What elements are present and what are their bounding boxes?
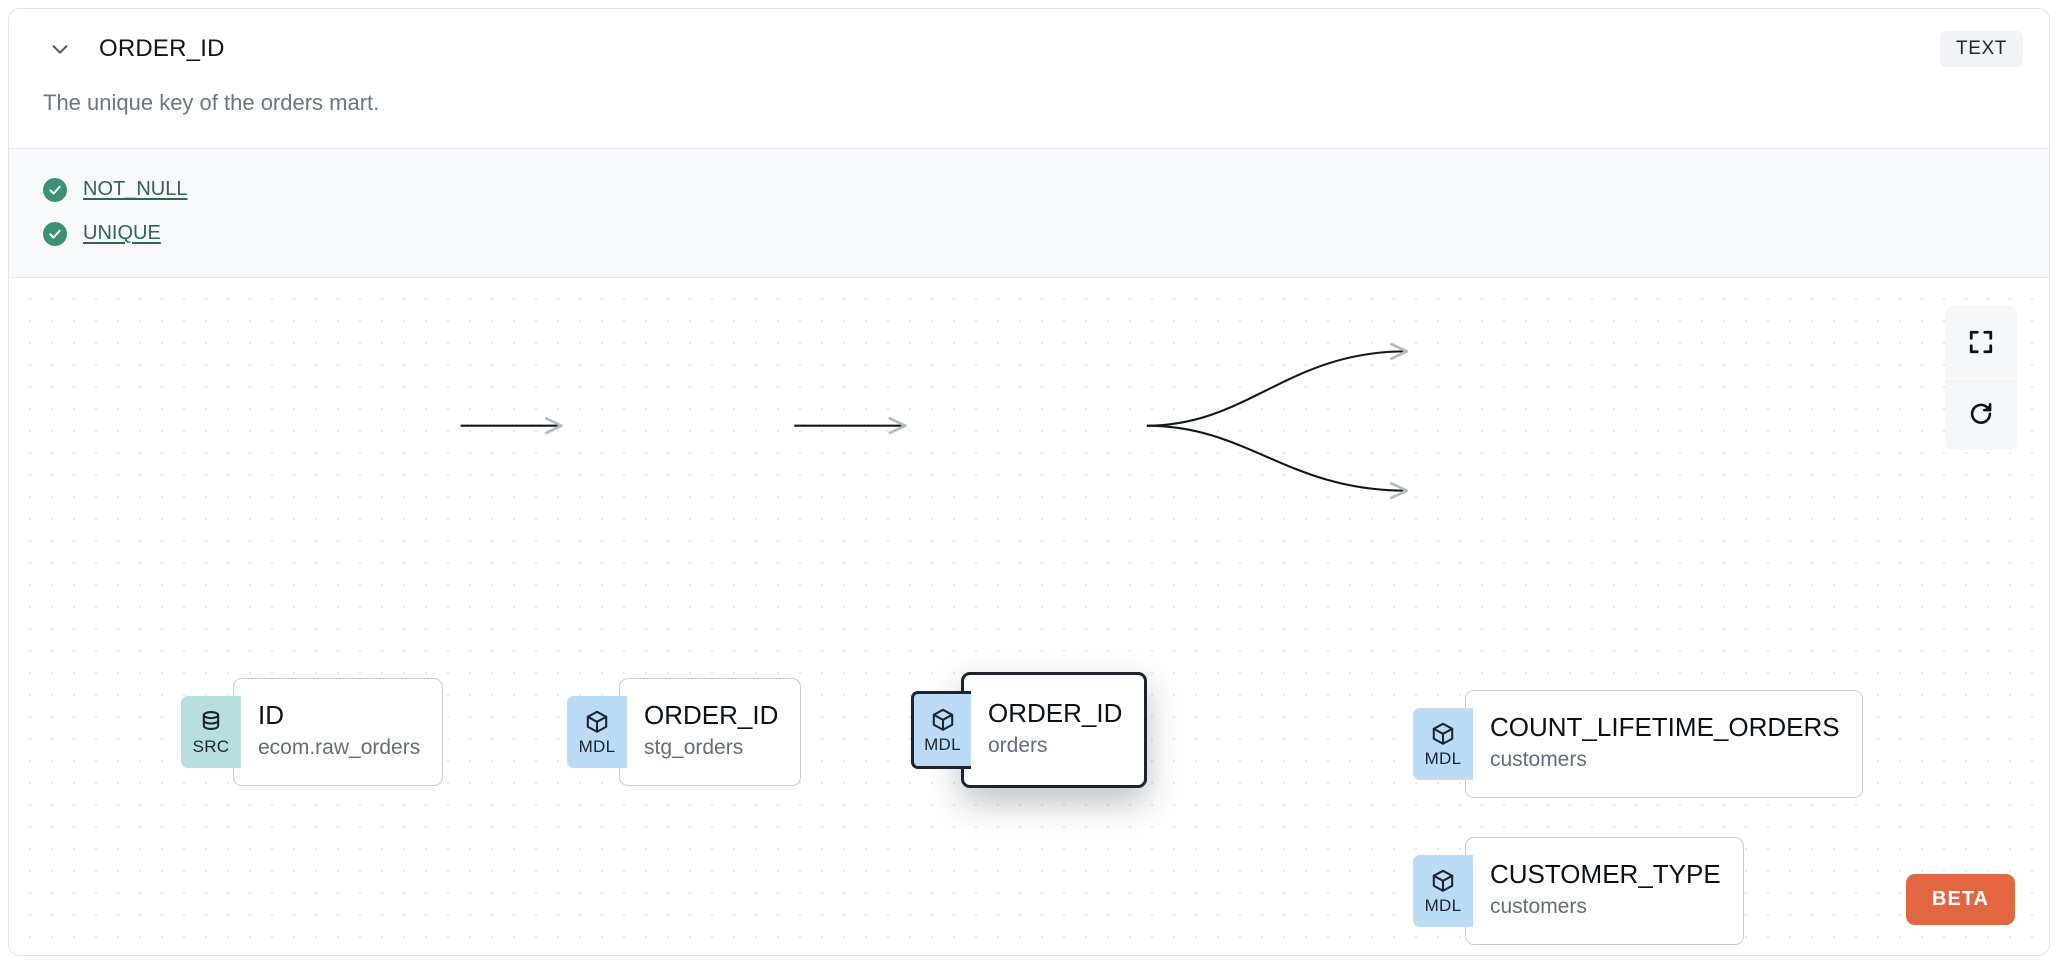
node-body: ID ecom.raw_orders bbox=[233, 677, 444, 786]
beta-badge[interactable]: BETA bbox=[1906, 874, 2015, 925]
panel-header: ORDER_ID TEXT bbox=[9, 9, 2049, 89]
node-badge-label: MDL bbox=[924, 734, 961, 754]
test-link-unique[interactable]: UNIQUE bbox=[83, 222, 161, 245]
column-detail-panel: ORDER_ID TEXT The unique key of the orde… bbox=[8, 8, 2050, 956]
canvas-controls bbox=[1945, 305, 2017, 450]
tests-section: NOT_NULL UNIQUE bbox=[9, 147, 2049, 278]
node-body: CUSTOMER_TYPE customers bbox=[1465, 836, 1744, 945]
lineage-node-src-id[interactable]: SRC ID ecom.raw_orders bbox=[181, 677, 444, 786]
column-description: The unique key of the orders mart. bbox=[43, 90, 380, 115]
refresh-button[interactable] bbox=[1945, 377, 2017, 450]
node-name: COUNT_LIFETIME_ORDERS bbox=[1490, 712, 1840, 743]
edge-orders-to-count-lifetime-orders bbox=[1146, 342, 1409, 427]
refresh-icon bbox=[1968, 401, 1994, 427]
node-badge-label: MDL bbox=[1424, 895, 1462, 915]
node-badge-label: MDL bbox=[1424, 748, 1462, 768]
check-circle-icon bbox=[43, 177, 67, 202]
node-subtitle: stg_orders bbox=[644, 735, 744, 759]
lineage-node-count-lifetime-orders[interactable]: MDL COUNT_LIFETIME_ORDERS customers bbox=[1413, 689, 1863, 798]
cube-icon: MDL bbox=[1413, 707, 1473, 780]
node-name: ORDER_ID bbox=[988, 698, 1123, 729]
cube-icon: MDL bbox=[1413, 854, 1473, 927]
test-row: UNIQUE bbox=[43, 212, 2015, 256]
lineage-node-customer-type[interactable]: MDL CUSTOMER_TYPE customers bbox=[1413, 836, 1744, 945]
node-subtitle: customers bbox=[1490, 747, 1587, 771]
cube-icon: MDL bbox=[911, 690, 971, 769]
cube-icon: MDL bbox=[567, 695, 627, 768]
node-body: ORDER_ID stg_orders bbox=[619, 677, 802, 786]
test-link-not-null[interactable]: NOT_NULL bbox=[83, 178, 188, 201]
node-subtitle: orders bbox=[988, 733, 1048, 757]
page-title: ORDER_ID bbox=[99, 35, 225, 62]
fit-view-button[interactable] bbox=[1945, 305, 2017, 378]
chevron-down-icon[interactable] bbox=[43, 32, 77, 66]
node-name: ID bbox=[258, 700, 284, 731]
lineage-node-stg-orders[interactable]: MDL ORDER_ID stg_orders bbox=[567, 677, 802, 786]
node-name: ORDER_ID bbox=[644, 700, 779, 731]
database-icon: SRC bbox=[181, 695, 241, 768]
lineage-node-orders-selected[interactable]: MDL ORDER_ID orders bbox=[911, 671, 1148, 788]
check-circle-icon bbox=[43, 221, 67, 246]
node-body: ORDER_ID orders bbox=[961, 671, 1148, 788]
node-badge-label: SRC bbox=[192, 736, 230, 756]
test-row: NOT_NULL bbox=[43, 168, 2015, 212]
fullscreen-icon bbox=[1968, 329, 1994, 355]
node-subtitle: ecom.raw_orders bbox=[258, 735, 421, 759]
node-badge-label: MDL bbox=[578, 736, 616, 756]
node-subtitle: customers bbox=[1490, 894, 1587, 918]
node-body: COUNT_LIFETIME_ORDERS customers bbox=[1465, 689, 1863, 798]
edge-orders-to-customer-type bbox=[1146, 424, 1409, 499]
column-type-badge: TEXT bbox=[1940, 31, 2023, 67]
node-name: CUSTOMER_TYPE bbox=[1490, 859, 1721, 890]
lineage-canvas[interactable]: SRC ID ecom.raw_orders MDL ORDER_ID stg_… bbox=[9, 277, 2049, 955]
